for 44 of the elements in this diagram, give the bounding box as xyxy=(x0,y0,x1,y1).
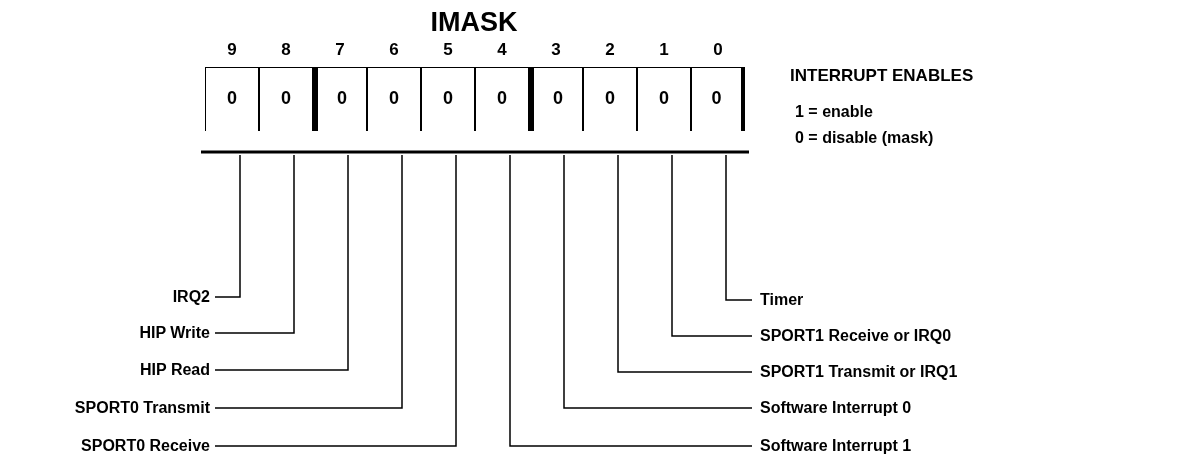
bit-value-cell: 0 xyxy=(583,67,637,131)
bit-number: 1 xyxy=(658,40,670,60)
bit-value-cell: 0 xyxy=(691,67,745,131)
legend-note: 0 = disable (mask) xyxy=(795,128,934,148)
leader-line xyxy=(214,154,349,371)
leader-line xyxy=(214,154,457,447)
leader-line xyxy=(214,154,295,334)
bit-name-label: HIP Write xyxy=(139,323,210,343)
leader-line xyxy=(725,154,753,301)
leader-line xyxy=(617,154,753,373)
bit-value-cell: 0 xyxy=(421,67,475,131)
bit-number: 5 xyxy=(442,40,454,60)
bit-value-cell: 0 xyxy=(475,67,529,131)
leader-line xyxy=(214,154,241,298)
bit-name-label: HIP Read xyxy=(140,360,210,380)
bit-value-cell: 0 xyxy=(637,67,691,131)
bit-value-cell: 0 xyxy=(313,67,367,131)
bit-name-label: Software Interrupt 0 xyxy=(760,398,912,418)
bit-name-label: SPORT0 Transmit xyxy=(74,398,210,418)
bit-name-label: Timer xyxy=(760,290,804,310)
leader-line xyxy=(509,154,753,447)
bit-name-label: SPORT0 Receive xyxy=(81,436,210,456)
leader-line xyxy=(671,154,753,337)
bit-name-label: Software Interrupt 1 xyxy=(760,436,912,456)
bit-number: 0 xyxy=(712,40,724,60)
bit-number: 3 xyxy=(550,40,562,60)
bit-number: 7 xyxy=(334,40,346,60)
bit-number: 2 xyxy=(604,40,616,60)
diagram-title: IMASK xyxy=(429,6,519,38)
bit-name-label: SPORT1 Receive or IRQ0 xyxy=(760,326,952,346)
bit-value-cell: 0 xyxy=(529,67,583,131)
legend-note: 1 = enable xyxy=(795,102,873,122)
leader-line xyxy=(563,154,753,409)
legend-heading: INTERRUPT ENABLES xyxy=(790,66,974,86)
bit-value-cell: 0 xyxy=(205,67,259,131)
bit-number: 6 xyxy=(388,40,400,60)
leader-line xyxy=(214,154,403,409)
bit-number: 9 xyxy=(226,40,238,60)
bit-name-label: SPORT1 Transmit or IRQ1 xyxy=(760,362,958,382)
bit-number: 8 xyxy=(280,40,292,60)
bit-number: 4 xyxy=(496,40,508,60)
bit-name-label: IRQ2 xyxy=(172,287,210,307)
bit-value-cell: 0 xyxy=(367,67,421,131)
bit-value-cell: 0 xyxy=(259,67,313,131)
